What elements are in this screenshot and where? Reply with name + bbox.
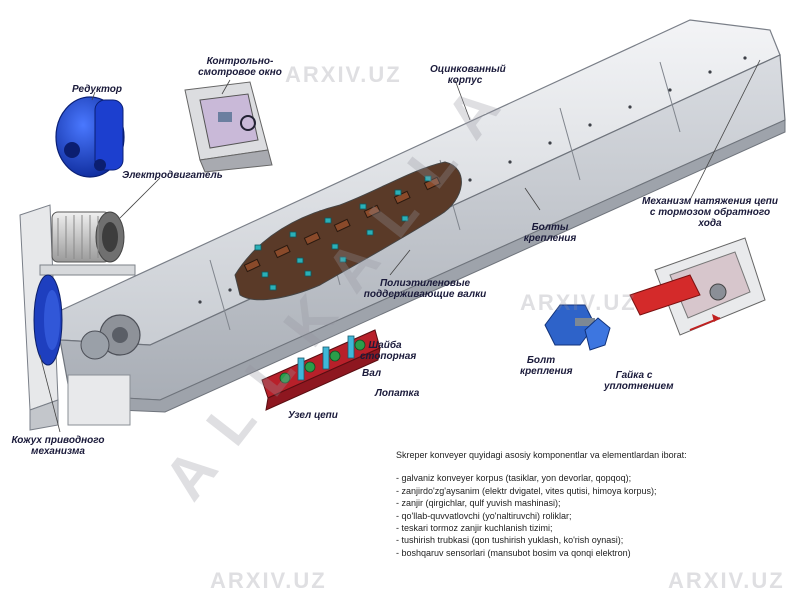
label-bolt: Болт крепления [520,355,573,377]
components-description: Skreper konveyer quyidagi asosiy kompone… [396,449,791,559]
reducer-illustration [55,96,125,178]
drive-sprocket [80,314,141,360]
cutaway-window [234,161,462,301]
label-shaft: Вал [362,368,382,379]
label-washer: Шайба стопорная [360,340,417,362]
description-item: - qo'llab-quvvatlovchi (yo'naltiruvchi) … [396,510,572,521]
description-item: - tushirish trubkasi (qon tushirish yukl… [396,535,624,546]
description-item: - galvaniz konveyer korpus (tasiklar, yo… [396,473,632,484]
motor-illustration [51,211,125,263]
label-nut: Гайка с уплотнением [604,370,674,392]
drive-cover-illustration [33,274,63,366]
label-motor: Электродвигатель [122,170,223,181]
leader-lines [39,59,761,433]
support-rollers [254,175,432,291]
label-chain-unit: Узел цепи [288,410,338,421]
label-drive-cover: Кожух приводного механизма [11,435,105,457]
inspection-window-illustration [184,81,273,173]
label-tension-mechanism: Механизм натяжения цепи с тормозом обрат… [641,196,779,229]
label-blade: Лопатка [375,388,420,399]
label-reducer: Редуктор [72,84,123,95]
label-inspection-window: Контрольно-смотровое окно [198,56,282,78]
description-heading: Skreper konveyer quyidagi asosiy kompone… [396,450,687,460]
label-galvanized-body: Оцинкованный корпус [430,64,506,86]
bolt-nut-illustration [544,304,611,351]
description-item: - zanjirdo'zg'aysanim (elektr dvigatel, … [396,485,657,496]
label-poly-rollers: Полиэтиленовые поддерживающие валки [363,278,487,300]
description-item: - zanjir (qirgichlar, qulf yuvish mashin… [396,498,561,509]
description-item: - boshqaruv sensorlari (mansubot bosim v… [396,547,631,558]
label-bolts: Болты крепления [523,222,577,244]
description-item: - teskari tormoz zanjir kuchlanish tizim… [396,523,553,534]
tension-mechanism-illustration [629,237,766,336]
chain-unit-illustration [261,329,381,411]
